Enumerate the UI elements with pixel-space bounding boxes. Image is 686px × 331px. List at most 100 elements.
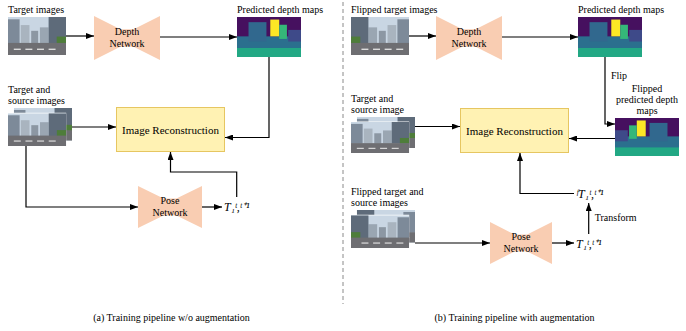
street-photo-part (49, 17, 66, 43)
street-photo-part (351, 17, 368, 43)
photo (351, 17, 409, 55)
street-photo-part (361, 49, 368, 50)
street-photo-part (396, 49, 403, 50)
depth-map-image-part (578, 17, 642, 57)
network-shape-part (436, 16, 502, 60)
street-photo-part (8, 115, 20, 136)
connector (588, 203, 589, 234)
image-caption: Target and source image (351, 93, 417, 115)
network-name: Depth Network (446, 26, 492, 50)
street-photo-part (49, 113, 66, 136)
network-block: Depth Network (436, 16, 502, 60)
street-photo-part (385, 49, 392, 50)
street-photo-part (37, 49, 44, 50)
street-photo-part (351, 37, 360, 44)
depth-map-image-part (249, 22, 267, 41)
street-photo-part (31, 31, 38, 44)
street-photo (351, 17, 409, 55)
street-photo-part (351, 17, 409, 55)
street-photo-part (351, 124, 363, 144)
street-photo-part (351, 238, 409, 248)
street-photo-part (351, 215, 368, 238)
street-photo-part (21, 120, 30, 136)
depth-map-image-part (237, 17, 301, 57)
process-name: Image Reconstruction (122, 124, 219, 136)
street-photo-part (396, 242, 403, 244)
depth-map-image-part (620, 25, 628, 39)
symbol-node: T₁ᵗ,ᵗ⁺¹ (574, 234, 603, 253)
street-photo-part (373, 49, 380, 50)
process-name: Image Reconstruction (466, 125, 563, 137)
depth-map-image-part (629, 30, 642, 42)
street-photo-part (379, 227, 386, 238)
street-photo-part (14, 140, 21, 142)
network-shape-part (94, 16, 160, 60)
network-name: Pose Network (498, 231, 544, 255)
street-photo-part (351, 215, 409, 248)
street-photo-part (8, 136, 66, 146)
street-photo-part (351, 215, 409, 248)
transform-symbol: T₁ᵗ,ᵗ⁺¹ (574, 234, 603, 253)
process-box: Image Reconstruction (460, 108, 569, 153)
depth-map-image-part (637, 120, 646, 136)
connector (72, 126, 116, 127)
street-photo-part (351, 232, 360, 238)
symbol-node: ᶠT₁ᵗ,ᵗ⁺¹ (574, 184, 606, 203)
connector (160, 36, 237, 37)
connector (26, 146, 138, 207)
depth-map-image (615, 118, 679, 156)
network-block: Pose Network (138, 186, 202, 228)
street-photo-part (49, 140, 56, 142)
connector (66, 35, 94, 36)
depth-map-image (578, 17, 642, 57)
street-photo-part (37, 140, 44, 142)
street-photo-part (31, 125, 38, 136)
photo (8, 17, 66, 55)
network-shape-part (490, 222, 552, 264)
network-shape-part (138, 186, 202, 228)
street-photo-part (392, 147, 399, 149)
transform-symbol: T₁ᵗ,ᵗ⁺¹ (222, 197, 251, 216)
network-name: Depth Network (104, 26, 150, 50)
network-name: Pose Network (147, 195, 193, 219)
street-photo (351, 210, 415, 248)
image-node: Flipped target and source images (351, 210, 415, 248)
depth-map-image-part (611, 20, 620, 37)
image-node: Target images (8, 17, 66, 55)
street-photo-part (57, 130, 66, 136)
street-photo-part (397, 19, 409, 43)
image-node: Flipped predicted depth maps (615, 118, 679, 156)
street-photo (8, 108, 72, 146)
connector (569, 138, 615, 139)
image-caption: Predicted depth maps (237, 4, 323, 15)
street-photo-part (357, 147, 364, 149)
connector (520, 153, 574, 194)
street-photo-part (351, 17, 409, 55)
street-photo-part (379, 31, 386, 44)
image-caption: Predicted depth maps (578, 4, 664, 15)
street-photo-part (398, 217, 410, 238)
street-photo-part (388, 25, 397, 43)
street-photo-part (351, 122, 409, 153)
street-photo-part (351, 143, 409, 153)
connector (225, 57, 269, 138)
photo (237, 17, 301, 57)
connector (415, 126, 460, 127)
network-block: Pose Network (490, 222, 552, 264)
connector (552, 242, 574, 243)
depth-map-image-part (615, 118, 679, 156)
street-photo-part (40, 27, 49, 43)
depth-map-image-part (615, 118, 679, 156)
street-photo-part (392, 122, 409, 144)
image-caption: Target and source images (8, 84, 74, 106)
street-photo-part (385, 242, 392, 244)
street-photo-part (8, 113, 66, 146)
photo (615, 118, 679, 156)
photo (351, 210, 415, 248)
street-photo-part (368, 147, 375, 149)
street-photo-part (400, 138, 409, 144)
street-photo-part (364, 129, 373, 144)
depth-map-image-part (650, 123, 668, 141)
depth-map-image (237, 17, 301, 57)
